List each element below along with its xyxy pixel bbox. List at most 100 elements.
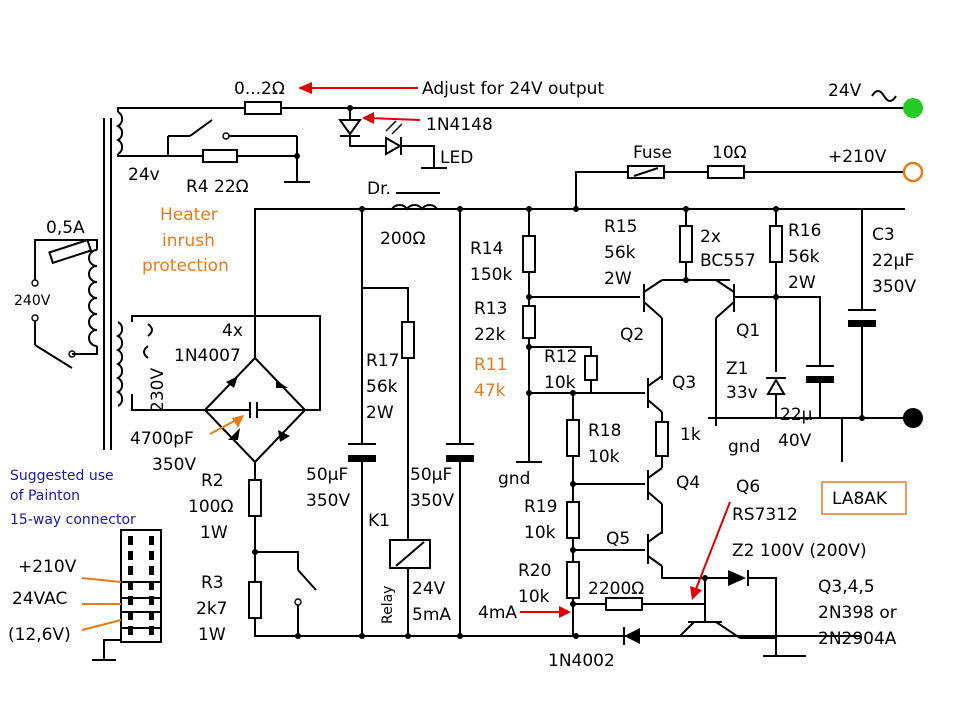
c1-value: 50μF [306,465,348,485]
c2-value: 50μF [410,465,452,485]
ac-tilde-small-icon [143,323,153,359]
c-22u-value: 22μ [780,405,813,425]
r11-name: R11 [474,355,507,375]
c1-voltage: 350V [306,491,350,511]
q5-label: Q5 [606,529,630,549]
z1-name: Z1 [726,359,748,379]
r4-label: R4 22Ω [186,177,249,197]
choke-label: Dr. [367,179,391,199]
r17-name: R17 [366,351,399,371]
r16-value: 56k [788,247,820,267]
q1q2-type: BC557 [700,251,756,271]
r13-name: R13 [474,299,507,319]
r16-power: 2W [788,273,816,293]
r12-name: R12 [544,347,577,367]
cap-bridge-voltage: 350V [152,455,196,475]
connector-note-2: of Painton [10,488,80,504]
r13-value: 22k [474,325,506,345]
gnd-label: gnd [498,469,530,489]
r2-name: R2 [201,471,224,491]
relay-voltage: 24V [412,579,446,599]
transformer [88,111,124,450]
r15-power: 2W [604,269,632,289]
q4-label: Q4 [676,473,700,493]
terminal-210v [902,161,924,183]
r3-name: R3 [201,573,224,593]
conn-24vac-label: 24VAC [12,589,67,609]
diode-1n4148-label: 1N4148 [426,115,493,135]
q1-label: Q1 [736,321,760,341]
r20-value: 10k [518,587,550,607]
author-label: LA8AK [832,489,888,509]
choke-value: 200Ω [380,229,425,249]
d-1n4002-label: 1N4002 [548,651,615,671]
c3-voltage: 350V [872,277,916,297]
r-2200-label: 2200Ω [588,579,644,599]
painton-connector [81,529,162,661]
r19-name: R19 [524,497,557,517]
heater-note-3: protection [142,256,229,276]
ac-tilde-icon [871,90,897,102]
bridge-qty-label: 4x [222,321,243,341]
r18-value: 10k [588,447,620,467]
q1q2-qty: 2x [700,227,721,247]
r15-name: R15 [604,217,637,237]
sec-230v-label: 230V [148,368,168,412]
connector-note-1: Suggested use [10,468,114,484]
primary-circuit [31,238,98,369]
out-24v-label: 24V [828,81,862,101]
qtypes-3: 2N2904A [818,629,897,649]
r20-name: R20 [518,561,551,581]
adjust-note: Adjust for 24V output [422,79,604,99]
r17-power: 2W [366,403,394,423]
c3-value: 22μF [872,251,914,271]
q6-type: RS7312 [732,505,798,525]
r-1k-label: 1k [680,425,701,445]
r3-power: 1W [198,625,226,645]
led-label: LED [440,148,473,168]
r14-name: R14 [470,239,503,259]
red-arrows [209,82,731,618]
fuse-05a-label: 0,5A [46,218,85,238]
r3-value: 2k7 [196,599,227,619]
r2-power: 1W [200,523,228,543]
r19-value: 10k [524,523,556,543]
q3-label: Q3 [672,373,696,393]
sec-24v-label: 24v [128,165,160,185]
z2-label: Z2 100V (200V) [732,541,867,561]
qtypes-2: 2N398 or [818,603,897,623]
author-box [821,481,907,515]
c3-name: C3 [872,225,895,245]
led-indicator [338,105,447,169]
heater-note-1: Heater [160,205,218,225]
q6-name: Q6 [736,477,760,497]
filter-and-relay [295,209,474,639]
r2-value: 100Ω [188,497,233,517]
mains-240v-label: 240V [14,293,51,309]
c2-voltage: 350V [410,491,454,511]
fuse-label: Fuse [633,143,672,163]
r17-value: 56k [366,377,398,397]
r14-value: 150k [470,265,512,285]
z1-value: 33v [726,383,758,403]
regulator [516,206,905,657]
r15-value: 56k [604,243,636,263]
heater-note-2: inrush [162,231,215,251]
q2-label: Q2 [620,325,644,345]
qtypes-1: Q3,4,5 [818,577,875,597]
r12-value: 10k [544,373,576,393]
relay-current: 5mA [412,605,451,625]
bridge-type-label: 1N4007 [174,346,241,366]
k1-label: K1 [368,511,390,531]
gnd2-label: gnd [728,437,760,457]
terminal-ground [903,408,923,428]
c-22u-voltage: 40V [778,431,812,451]
r16-name: R16 [788,221,821,241]
connector-note-3: 15-way connector [10,512,136,528]
r18-name: R18 [588,421,621,441]
r11-value: 47k [474,381,506,401]
terminal-24v [903,98,923,118]
heater-secondary [117,101,905,183]
